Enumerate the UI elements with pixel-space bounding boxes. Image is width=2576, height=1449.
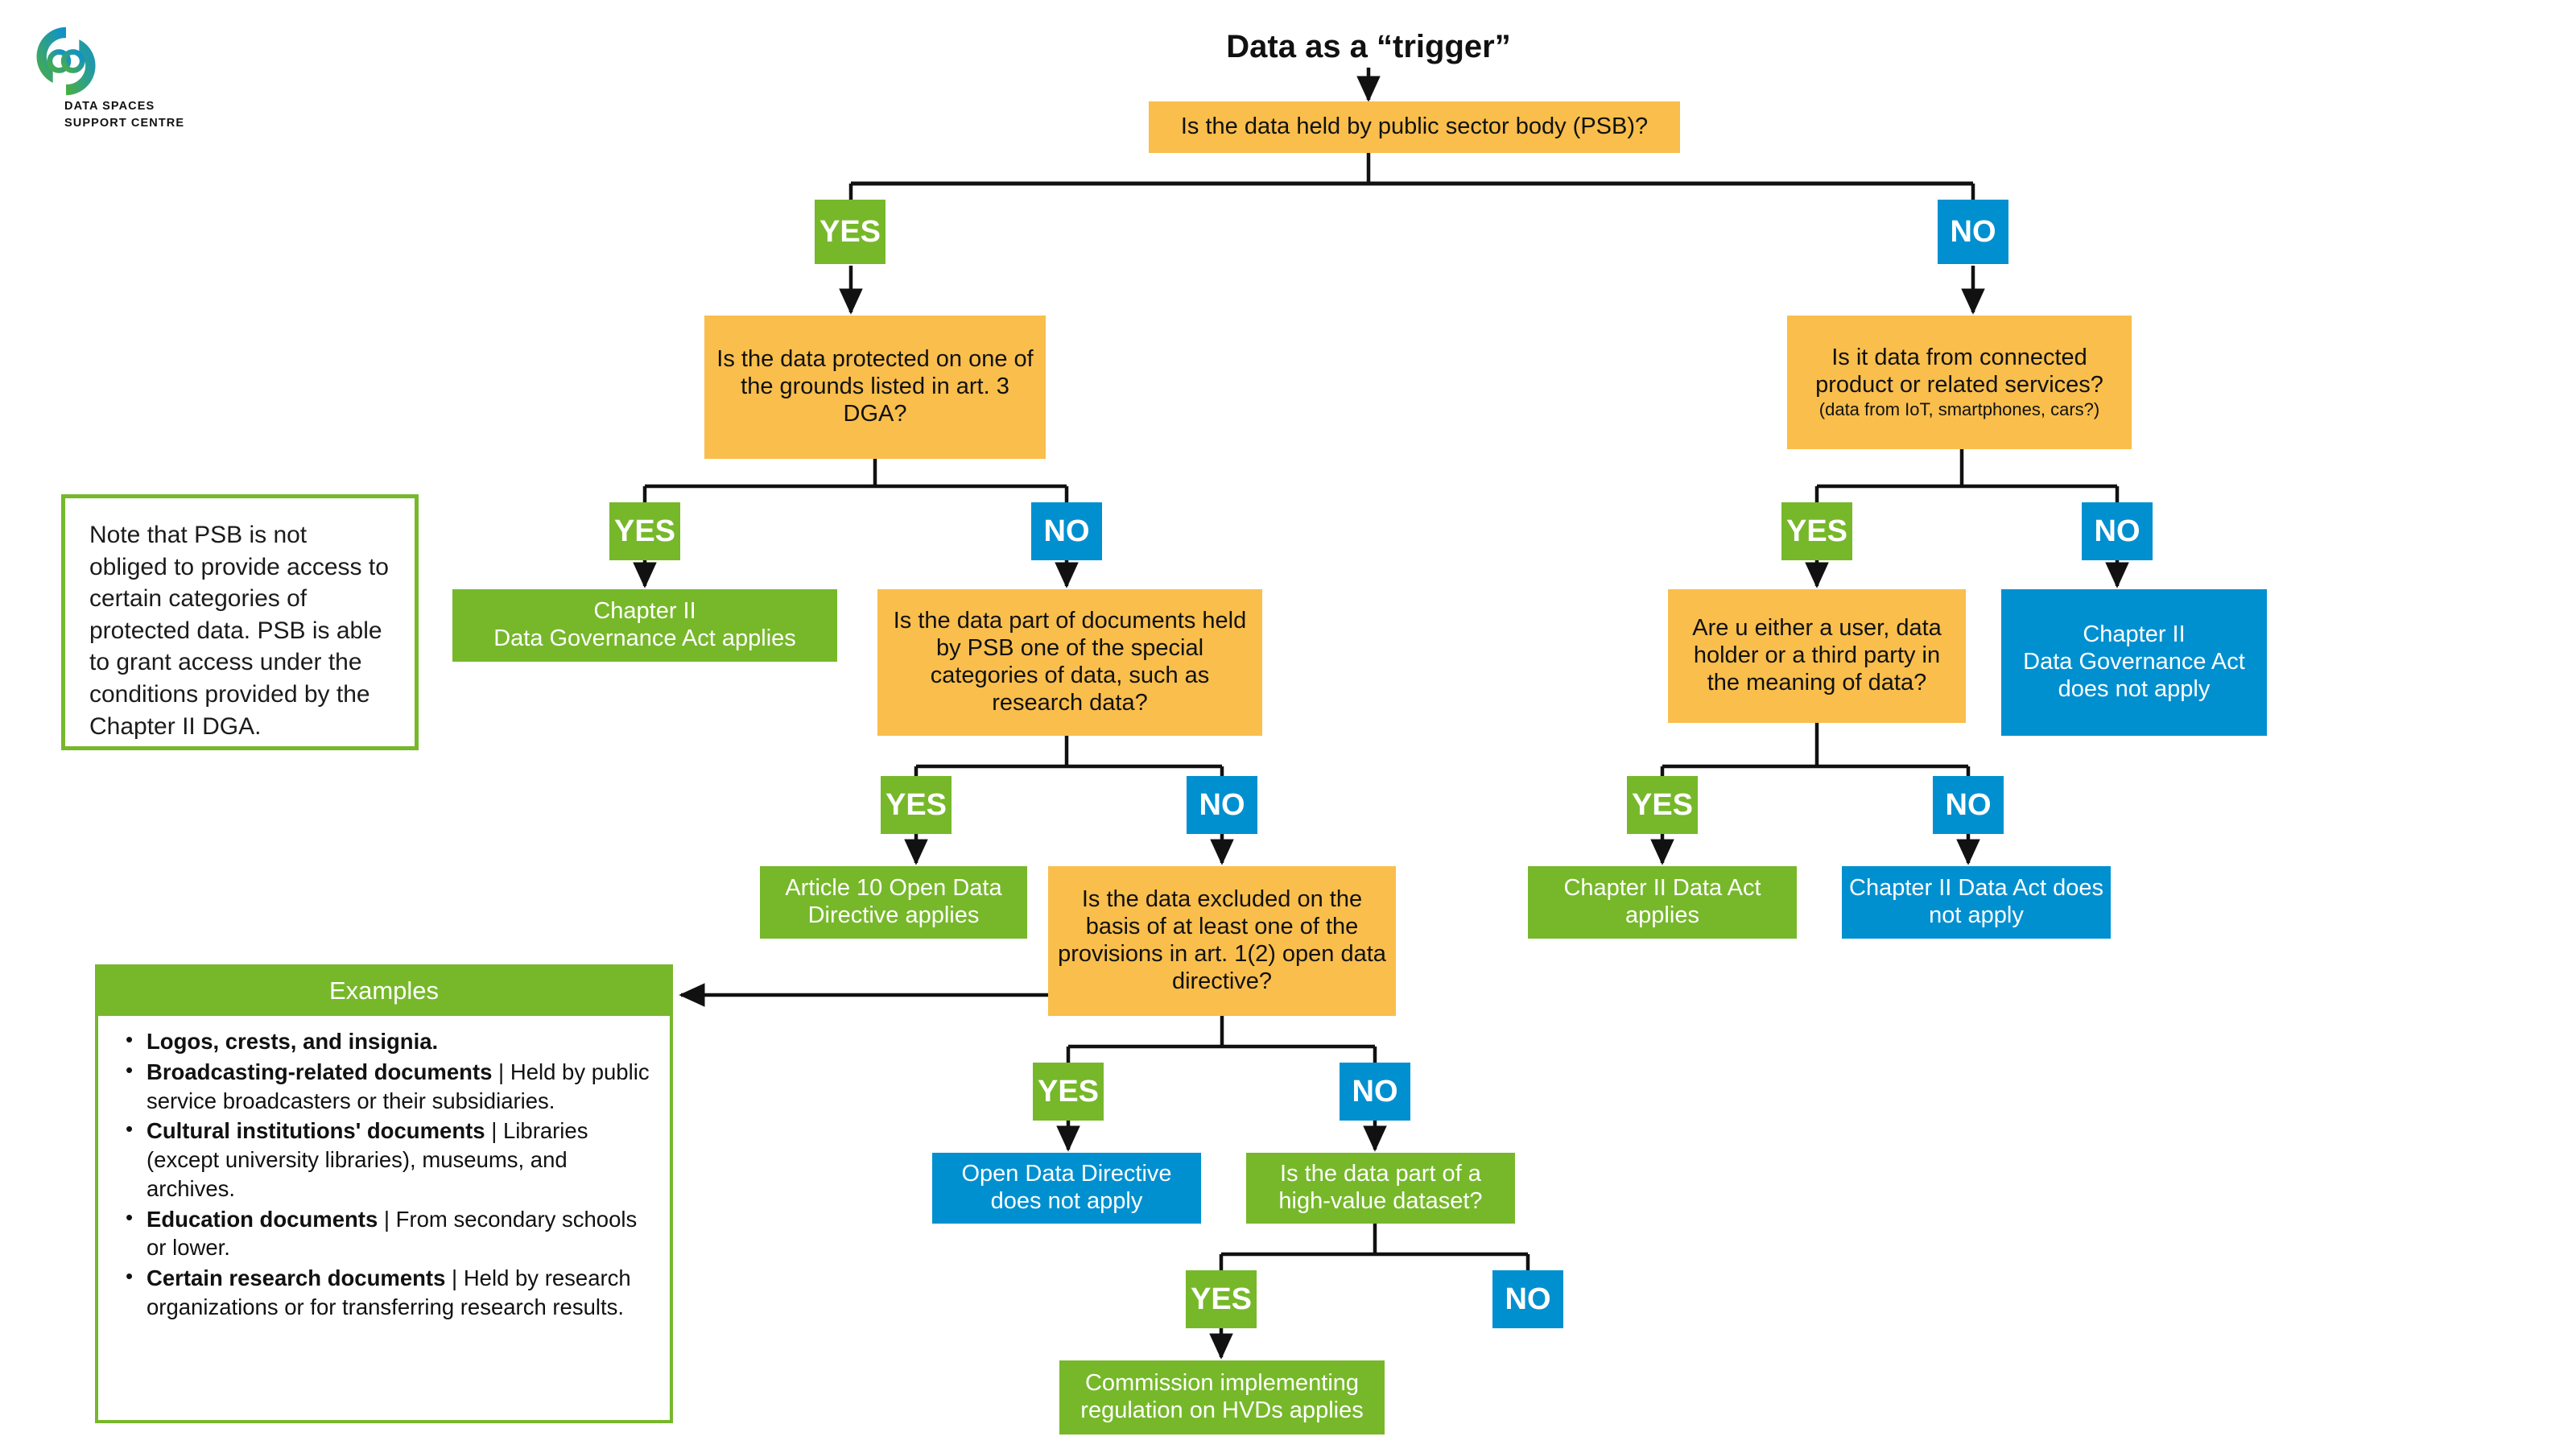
node-dga-not-apply-label: Chapter II Data Governance Act does not … (2023, 621, 2245, 702)
logo-line-1: DATA SPACES (64, 100, 155, 113)
node-high-value-dataset[interactable]: Is the data part of a high-value dataset… (1246, 1153, 1515, 1224)
edge-label-yes-user-holder-text: YES (1631, 787, 1694, 822)
examples-list-item-term: Certain research documents (147, 1265, 446, 1290)
edge-label-no-special-categories-text: NO (1199, 787, 1245, 822)
edge-label-yes-psb-protected[interactable]: YES (609, 502, 680, 560)
examples-list-item: Education documents | From secondary sch… (122, 1204, 652, 1263)
edge-label-no-high-value-dataset-text: NO (1505, 1282, 1551, 1316)
edge-label-no-connected-product-text: NO (2094, 514, 2140, 548)
node-data-act-not-apply[interactable]: Chapter II Data Act does not apply (1842, 866, 2111, 939)
edge-label-no-connected-product[interactable]: NO (2082, 502, 2153, 560)
note-box: Note that PSB is not obliged to provide … (61, 494, 419, 750)
examples-list-item: Cultural institutions' documents | Libra… (122, 1116, 652, 1203)
examples-list-item-term: Cultural institutions' documents (147, 1118, 485, 1144)
examples-list-item-description: | Held by research organizations or for … (147, 1265, 631, 1319)
node-article10-applies-label: Article 10 Open Data Directive applies (785, 875, 1002, 928)
node-dga-applies[interactable]: Chapter II Data Governance Act applies (452, 589, 837, 662)
examples-list-item: Certain research documents | Held by res… (122, 1263, 652, 1322)
note-box-text: Note that PSB is not obliged to provide … (89, 522, 389, 740)
node-dga-applies-label: Chapter II Data Governance Act applies (493, 598, 796, 651)
edge-label-yes-high-value-dataset-text: YES (1190, 1282, 1253, 1316)
node-excluded-provisions-label: Is the data excluded on the basis of at … (1058, 886, 1386, 994)
node-connected-product-sublabel: (data from IoT, smartphones, cars?) (1818, 399, 2100, 420)
node-high-value-dataset-label: Is the data part of a high-value dataset… (1278, 1161, 1483, 1214)
edge-label-no-psb-protected[interactable]: NO (1031, 502, 1102, 560)
node-odd-not-apply[interactable]: Open Data Directive does not apply (932, 1153, 1201, 1224)
node-root-question[interactable]: Is the data held by public sector body (… (1149, 101, 1680, 153)
examples-list-item-description: | Held by public service broadcasters or… (147, 1059, 650, 1113)
node-connected-product-label: Is it data from connected product or rel… (1815, 345, 2103, 398)
edge-label-yes-psb-protected-text: YES (613, 514, 676, 548)
node-special-categories-label: Is the data part of documents held by PS… (893, 608, 1247, 716)
node-dga-not-apply[interactable]: Chapter II Data Governance Act does not … (2001, 589, 2267, 736)
node-data-act-applies[interactable]: Chapter II Data Act applies (1528, 866, 1797, 939)
node-data-act-applies-label: Chapter II Data Act applies (1563, 875, 1761, 928)
edge-label-no-special-categories[interactable]: NO (1187, 776, 1257, 834)
page-title: Data as a “trigger” (1226, 29, 1511, 64)
examples-list: Logos, crests, and insignia. Broadcasting… (98, 1016, 670, 1322)
edge-label-yes-connected-product[interactable]: YES (1781, 502, 1852, 560)
data-spaces-support-centre-logo: DATA SPACES SUPPORT CENTRE (27, 23, 204, 130)
examples-list-item-term: Education documents (147, 1206, 378, 1232)
node-user-holder-third-party[interactable]: Are u either a user, data holder or a th… (1668, 589, 1966, 723)
node-psb-protected[interactable]: Is the data protected on one of the grou… (704, 316, 1046, 459)
edge-label-yes-special-categories[interactable]: YES (881, 776, 952, 834)
edge-label-no-user-holder-text: NO (1945, 787, 1992, 822)
node-odd-not-apply-label: Open Data Directive does not apply (961, 1161, 1172, 1214)
examples-list-item-description: | Libraries (except university libraries… (147, 1118, 588, 1201)
examples-box: Examples Logos, crests, and insignia. Bro… (95, 964, 673, 1423)
edge-label-yes-special-categories-text: YES (885, 787, 947, 822)
node-user-holder-third-party-label: Are u either a user, data holder or a th… (1692, 615, 1942, 696)
edge-label-yes-excluded-provisions[interactable]: YES (1033, 1063, 1104, 1121)
edge-label-no-user-holder[interactable]: NO (1933, 776, 2004, 834)
logo-wordmark: DATA SPACES SUPPORT CENTRE (64, 98, 184, 131)
examples-list-item: Logos, crests, and insignia. (122, 1026, 652, 1056)
edge-label-yes-excluded-provisions-text: YES (1037, 1074, 1100, 1108)
node-connected-product[interactable]: Is it data from connected product or rel… (1787, 316, 2132, 449)
edge-label-no-psb-protected-text: NO (1043, 514, 1090, 548)
examples-list-item-description: | From secondary schools or lower. (147, 1206, 638, 1261)
edge-label-no-root[interactable]: NO (1938, 200, 2008, 264)
examples-list-item-term: Logos, crests, and insignia. (147, 1029, 439, 1054)
edge-label-no-high-value-dataset[interactable]: NO (1492, 1270, 1563, 1328)
node-hvd-regulation-label: Commission implementing regulation on HV… (1080, 1370, 1364, 1423)
node-hvd-regulation[interactable]: Commission implementing regulation on HV… (1059, 1360, 1385, 1435)
edge-label-no-excluded-provisions-text: NO (1352, 1074, 1398, 1108)
edge-label-yes-connected-product-text: YES (1785, 514, 1848, 548)
edge-label-no-root-text: NO (1950, 214, 1996, 249)
node-psb-protected-label: Is the data protected on one of the grou… (716, 346, 1034, 427)
edge-label-yes-high-value-dataset[interactable]: YES (1186, 1270, 1257, 1328)
node-root-question-label: Is the data held by public sector body (… (1180, 114, 1649, 140)
logo-line-2: SUPPORT CENTRE (64, 116, 185, 130)
node-data-act-not-apply-label: Chapter II Data Act does not apply (1849, 875, 2103, 928)
edge-label-yes-root-text: YES (819, 214, 881, 249)
examples-box-header: Examples (98, 968, 670, 1016)
logo-mark-icon (36, 27, 96, 96)
node-excluded-provisions[interactable]: Is the data excluded on the basis of at … (1048, 866, 1396, 1016)
edge-label-yes-user-holder[interactable]: YES (1627, 776, 1698, 834)
edge-label-no-excluded-provisions[interactable]: NO (1340, 1063, 1410, 1121)
examples-list-item-term: Broadcasting-related documents (147, 1059, 493, 1084)
examples-list-item: Broadcasting-related documents | Held by… (122, 1057, 652, 1116)
node-special-categories[interactable]: Is the data part of documents held by PS… (877, 589, 1262, 736)
node-article10-applies[interactable]: Article 10 Open Data Directive applies (760, 866, 1027, 939)
edge-label-yes-root[interactable]: YES (815, 200, 886, 264)
